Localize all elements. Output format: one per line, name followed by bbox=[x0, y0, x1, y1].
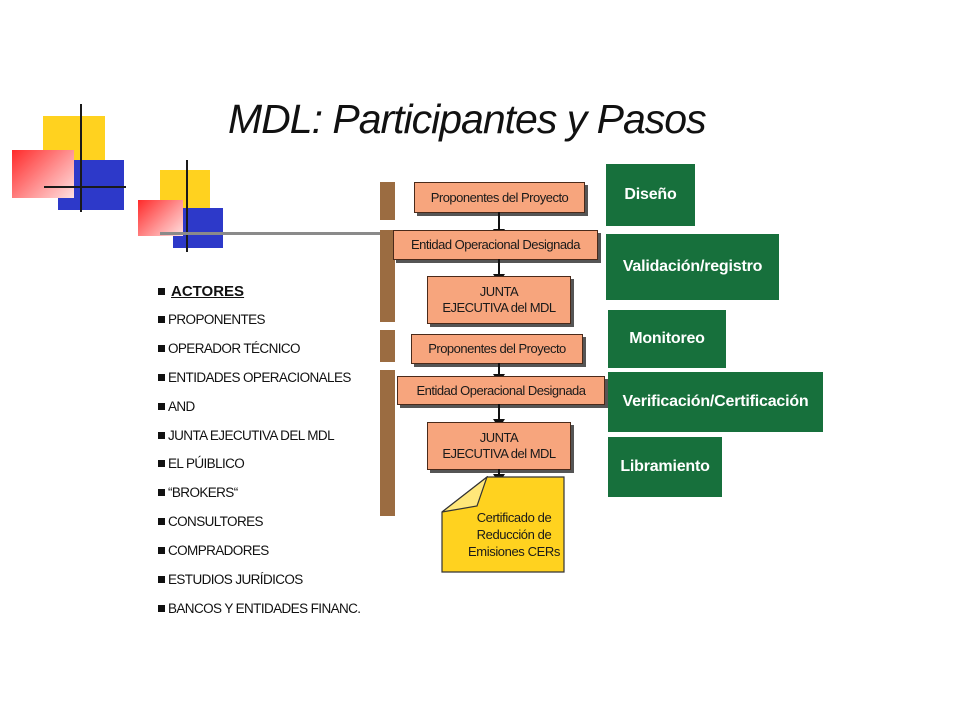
phase-bar-monitoreo bbox=[380, 330, 395, 362]
bullet-icon bbox=[158, 431, 165, 439]
bullet-icon bbox=[158, 344, 165, 352]
list-item: CONSULTORES bbox=[158, 514, 383, 530]
bullet-icon bbox=[158, 489, 165, 497]
process-box-proponentes-2: Proponentes del Proyecto bbox=[411, 334, 583, 364]
step-verificacion-certificacion: Verificación/Certificación bbox=[608, 372, 823, 432]
step-libramiento: Libramiento bbox=[608, 437, 722, 497]
bullet-icon bbox=[158, 316, 165, 323]
list-item: COMPRADORES bbox=[158, 543, 383, 559]
process-box-entidad-1: Entidad Operacional Designada bbox=[393, 230, 598, 260]
page-title: MDL: Participantes y Pasos bbox=[228, 96, 707, 142]
list-item: OPERADOR TÉCNICO bbox=[158, 341, 383, 357]
process-box-entidad-2: Entidad Operacional Designada bbox=[397, 376, 605, 405]
bullet-icon bbox=[158, 373, 165, 381]
certificate-label: Certificado de Reducción de Emisiones CE… bbox=[468, 510, 560, 559]
actors-header: ACTORES bbox=[158, 284, 383, 300]
bullet-icon bbox=[158, 518, 165, 526]
list-item: PROPONENTES bbox=[158, 312, 383, 328]
step-monitoreo: Monitoreo bbox=[608, 310, 726, 368]
step-diseno: Diseño bbox=[606, 164, 695, 226]
list-item: JUNTA EJECUTIVA DEL MDL bbox=[158, 428, 383, 444]
phase-bar-verificacion bbox=[380, 370, 395, 516]
list-item: EL PÚIBLICO bbox=[158, 456, 383, 472]
actors-list: ACTORES PROPONENTES OPERADOR TÉCNICO ENT… bbox=[158, 284, 383, 630]
process-box-proponentes-1: Proponentes del Proyecto bbox=[414, 182, 585, 213]
list-item: “BROKERS“ bbox=[158, 485, 383, 501]
bullet-icon bbox=[158, 547, 165, 555]
list-item: AND bbox=[158, 399, 383, 415]
phase-bar-diseno bbox=[380, 182, 395, 220]
phase-bar-validacion bbox=[380, 230, 395, 322]
horizontal-rule bbox=[160, 232, 388, 235]
arrow-down-icon bbox=[493, 212, 505, 238]
list-item: ENTIDADES OPERACIONALES bbox=[158, 370, 383, 386]
bullet-icon bbox=[158, 402, 165, 410]
bullet-icon bbox=[158, 288, 165, 295]
arrow-down-icon bbox=[493, 363, 505, 383]
certificate-document-icon bbox=[441, 476, 565, 573]
arrow-down-icon bbox=[493, 469, 505, 483]
list-item: ESTUDIOS JURÍDICOS bbox=[158, 572, 383, 588]
arrow-down-icon bbox=[493, 404, 505, 428]
arrow-down-icon bbox=[493, 259, 505, 283]
step-validacion-registro: Validación/registro bbox=[606, 234, 779, 300]
bullet-icon bbox=[158, 460, 165, 468]
list-item: BANCOS Y ENTIDADES FINANC. bbox=[158, 601, 383, 617]
bullet-icon bbox=[158, 576, 165, 584]
bullet-icon bbox=[158, 604, 165, 612]
